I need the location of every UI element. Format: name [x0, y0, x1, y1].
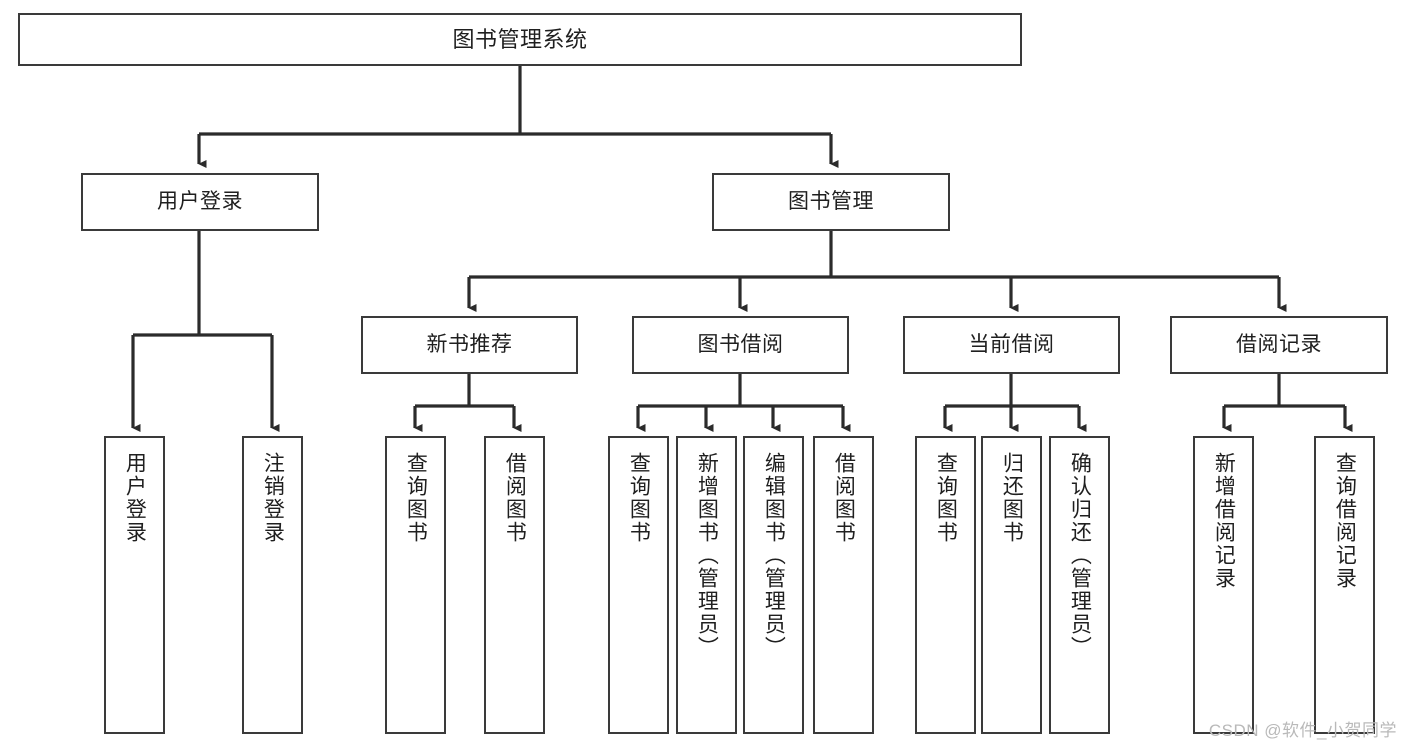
node-label: 查询图书 — [627, 452, 651, 544]
node-label: 新增图书（管理员） — [695, 452, 719, 659]
node-label: 借阅记录 — [1236, 332, 1322, 356]
node-label: 用户登录 — [157, 189, 243, 213]
node-book-borrowing[interactable]: 图书借阅 — [632, 316, 849, 374]
leaf-book-borrow-edit-book-admin[interactable]: 编辑图书（管理员） — [743, 436, 804, 734]
node-current-borrowing[interactable]: 当前借阅 — [903, 316, 1120, 374]
leaf-book-borrow-borrow-book[interactable]: 借阅图书 — [813, 436, 874, 734]
node-label: 借阅图书 — [503, 452, 527, 544]
leaf-borrow-record-add-record[interactable]: 新增借阅记录 — [1193, 436, 1254, 734]
node-label: 查询借阅记录 — [1333, 452, 1357, 590]
node-label: 编辑图书（管理员） — [762, 452, 786, 659]
node-label: 新增借阅记录 — [1212, 452, 1236, 590]
node-label: 确认归还（管理员） — [1068, 452, 1092, 659]
watermark: CSDN @软件_小贺同学 — [1208, 721, 1397, 740]
node-root-book-management-system[interactable]: 图书管理系统 — [18, 13, 1022, 66]
node-label: 查询图书 — [404, 452, 428, 544]
leaf-new-book-borrow-book[interactable]: 借阅图书 — [484, 436, 545, 734]
node-label: 注销登录 — [261, 452, 285, 544]
node-borrowing-record[interactable]: 借阅记录 — [1170, 316, 1388, 374]
node-book-management[interactable]: 图书管理 — [712, 173, 950, 231]
leaf-current-borrow-confirm-return-admin[interactable]: 确认归还（管理员） — [1049, 436, 1110, 734]
node-label: 图书借阅 — [697, 332, 784, 356]
node-label: 借阅图书 — [832, 452, 856, 544]
node-label: 当前借阅 — [968, 332, 1055, 356]
leaf-new-book-query-book[interactable]: 查询图书 — [385, 436, 446, 734]
leaf-current-borrow-query-book[interactable]: 查询图书 — [915, 436, 976, 734]
leaf-book-borrow-query-book[interactable]: 查询图书 — [608, 436, 669, 734]
leaf-book-borrow-add-book-admin[interactable]: 新增图书（管理员） — [676, 436, 737, 734]
leaf-current-borrow-return-book[interactable]: 归还图书 — [981, 436, 1042, 734]
leaf-borrow-record-query-record[interactable]: 查询借阅记录 — [1314, 436, 1375, 734]
node-user-login[interactable]: 用户登录 — [81, 173, 319, 231]
node-label: 图书管理 — [788, 189, 874, 213]
leaf-user-login-login[interactable]: 用户登录 — [104, 436, 165, 734]
node-label: 查询图书 — [934, 452, 958, 544]
node-label: 用户登录 — [123, 452, 147, 544]
node-label: 新书推荐 — [426, 332, 513, 356]
node-new-book-recommendation[interactable]: 新书推荐 — [361, 316, 578, 374]
leaf-user-login-logout[interactable]: 注销登录 — [242, 436, 303, 734]
node-label: 图书管理系统 — [452, 26, 588, 52]
node-label: 归还图书 — [1000, 452, 1024, 544]
